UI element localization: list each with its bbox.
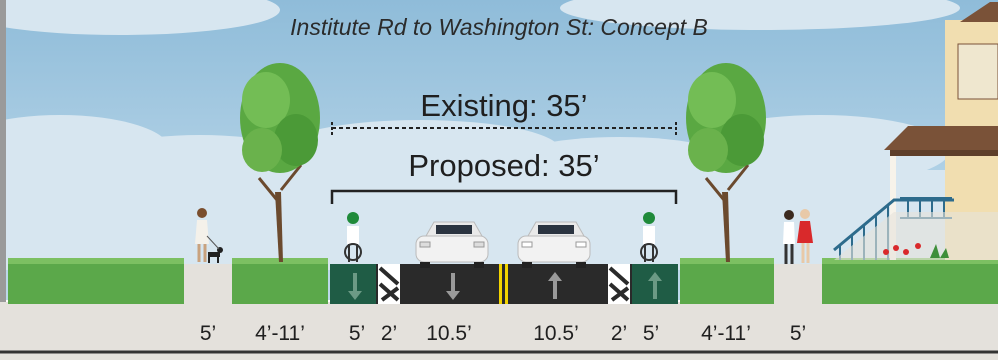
dog-icon <box>206 235 223 263</box>
left-buffer <box>378 264 400 304</box>
tree-icon <box>686 63 766 262</box>
house-icon <box>833 2 998 260</box>
car-icon <box>517 221 591 268</box>
cyclist-icon <box>344 212 362 262</box>
existing-width-label: Existing: 35’ <box>420 88 588 123</box>
right-planting-strip <box>680 258 774 304</box>
tree-icon <box>240 63 320 262</box>
left-sidewalk <box>184 264 232 304</box>
width-left-buffer: 2’ <box>380 322 398 345</box>
right-sidewalk <box>774 264 822 304</box>
sidewalk-base <box>0 302 998 360</box>
width-right-planting-strip: 4’-11’ <box>701 322 751 345</box>
width-right-bike-lane: 5’ <box>642 322 660 345</box>
width-left-planting-strip: 4’-11’ <box>255 322 305 345</box>
car-icon <box>415 221 489 268</box>
center-line <box>499 264 502 304</box>
width-right-travel-lane: 10.5’ <box>533 322 579 345</box>
cyclist-icon <box>640 212 658 262</box>
right-lawn <box>822 258 998 304</box>
diagram-title: Institute Rd to Washington St: Concept B <box>290 14 708 40</box>
proposed-dimension-line <box>330 189 678 204</box>
width-right-sidewalk: 5’ <box>789 322 807 345</box>
width-left-bike-lane: 5’ <box>348 322 366 345</box>
width-left-travel-lane: 10.5’ <box>426 322 472 345</box>
pedestrian-icon <box>783 209 813 264</box>
lane-arrow-icon <box>348 272 662 300</box>
proposed-width-label: Proposed: 35’ <box>408 148 600 183</box>
pedestrian-icon <box>195 208 209 262</box>
right-buffer <box>608 264 630 304</box>
width-left-sidewalk: 5’ <box>199 322 217 345</box>
width-right-buffer: 2’ <box>610 322 628 345</box>
left-planting-strip <box>232 258 328 304</box>
left-lawn <box>8 258 184 304</box>
